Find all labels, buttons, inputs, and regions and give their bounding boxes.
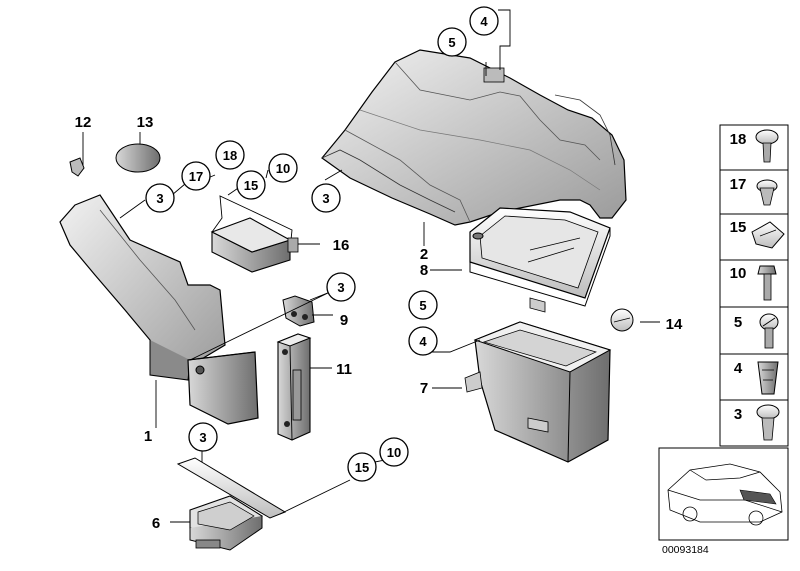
part-rail [276, 333, 312, 441]
spring-nut-icon [751, 221, 785, 249]
part-button [610, 308, 634, 332]
circled-callout-numbers: 5 4 3 18 17 3 10 15 3 5 4 3 15 10 [156, 14, 488, 475]
circled-5-mid: 5 [419, 298, 426, 313]
legend-item-10: 10 [730, 265, 747, 282]
circled-15-b: 15 [355, 460, 369, 475]
circled-3-tray: 3 [199, 430, 206, 445]
label-part-1: 1 [144, 428, 152, 445]
plastic-nut-icon [757, 361, 779, 395]
fastener-legend: 18 17 15 10 5 4 3 [719, 124, 789, 447]
circled-3-left: 3 [156, 191, 163, 206]
part-storage-box [464, 321, 612, 463]
circled-callouts [145, 6, 499, 482]
car-thumbnail [658, 447, 789, 541]
legend-item-17: 17 [730, 176, 747, 193]
label-part-11: 11 [336, 361, 352, 378]
legend-item-4: 4 [734, 360, 743, 377]
label-part-16: 16 [333, 237, 350, 254]
legend-item-15: 15 [730, 219, 747, 236]
callout-numbers: 1 2 6 7 8 9 11 12 13 14 16 [75, 114, 683, 532]
circled-10-a: 10 [276, 161, 290, 176]
legend-item-5: 5 [734, 314, 742, 331]
part-module [210, 195, 299, 273]
circled-18: 18 [223, 148, 237, 163]
circled-3-trunk: 3 [322, 191, 329, 206]
rivet-icon [755, 129, 779, 163]
legend-item-3: 3 [734, 406, 742, 423]
expanding-rivet-icon [756, 404, 780, 441]
part-clip [69, 157, 85, 177]
reference-number: 00093184 [662, 544, 709, 556]
part-small-tray [176, 457, 287, 551]
circled-10-b: 10 [387, 445, 401, 460]
clip-icon [756, 179, 778, 206]
part-cap [115, 143, 161, 173]
part-bracket [282, 295, 315, 327]
label-part-12: 12 [75, 114, 92, 131]
leader-lines [82, 9, 660, 523]
circled-17: 17 [189, 169, 203, 184]
label-part-9: 9 [340, 312, 348, 329]
part-trunk-trim [321, 49, 627, 226]
part-left-panel [59, 194, 259, 425]
label-part-2: 2 [420, 246, 428, 263]
circled-15-a: 15 [244, 178, 258, 193]
label-part-6: 6 [152, 515, 160, 532]
circled-3-bracket: 3 [337, 280, 344, 295]
label-part-13: 13 [137, 114, 154, 131]
circled-5-top: 5 [448, 35, 455, 50]
circled-4-mid: 4 [419, 334, 427, 349]
legend-item-18: 18 [730, 131, 747, 148]
slotted-screw-icon [759, 313, 779, 349]
hex-screw-icon [757, 265, 777, 301]
label-part-8: 8 [420, 262, 428, 279]
circled-4-top: 4 [480, 14, 488, 29]
label-part-14: 14 [666, 316, 683, 333]
label-part-7: 7 [420, 380, 428, 397]
part-upper-tray [469, 207, 611, 313]
